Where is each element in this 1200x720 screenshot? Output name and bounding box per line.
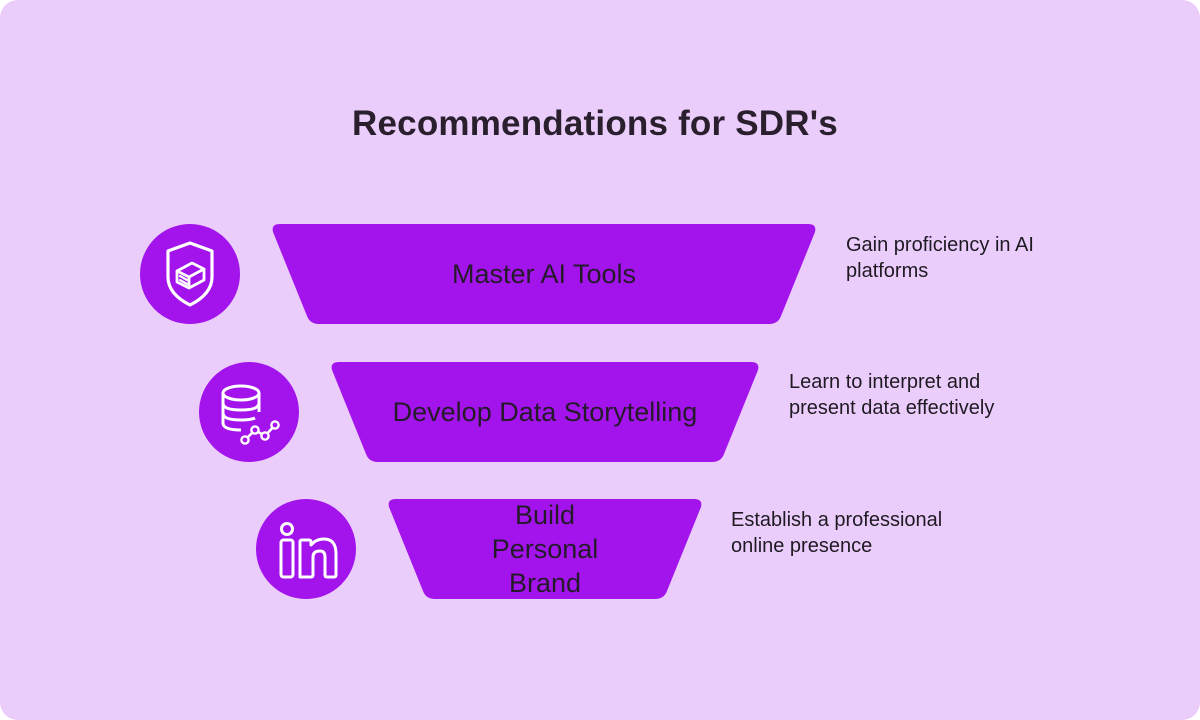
funnel-band-build-personal-brand: Build Personal Brand xyxy=(387,499,703,599)
database-chart-icon xyxy=(199,362,299,462)
step-label: Master AI Tools xyxy=(451,259,637,289)
funnel-band-master-ai-tools: Master AI Tools xyxy=(271,224,817,324)
step-description: Establish a professional online presence xyxy=(731,509,943,557)
step-label: Develop Data Storytelling xyxy=(392,397,698,427)
step-label: Build Personal Brand xyxy=(491,500,599,598)
step-description: Gain proficiency in AI platforms xyxy=(846,234,1034,282)
step-description: Learn to interpret and present data effe… xyxy=(789,371,995,419)
linkedin-icon xyxy=(256,499,356,599)
ai-tools-box-icon xyxy=(140,224,240,324)
funnel-band-develop-data-storytelling: Develop Data Storytelling xyxy=(330,362,760,462)
page-title: Recommendations for SDR's xyxy=(352,104,838,143)
